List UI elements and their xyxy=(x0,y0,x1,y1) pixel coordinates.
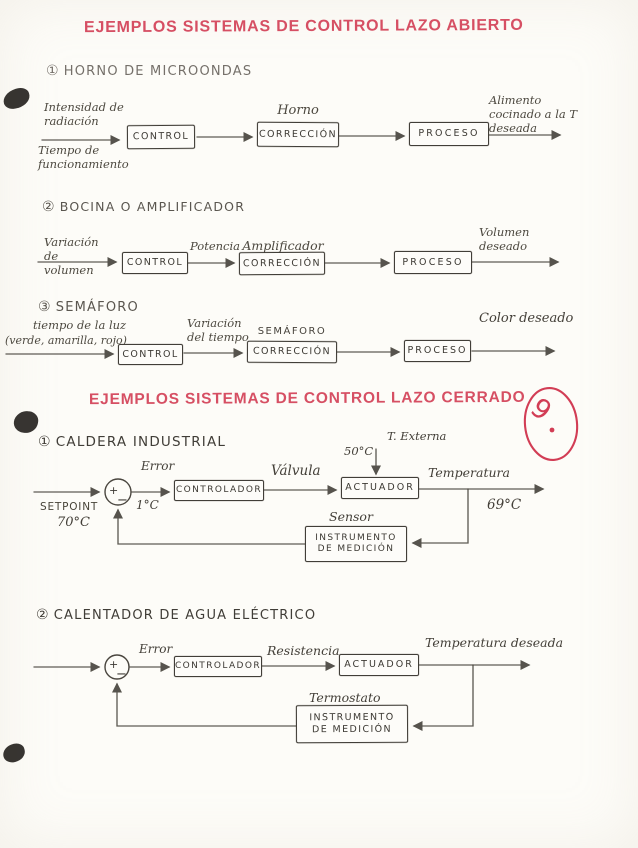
process-box: PROCESO xyxy=(394,251,472,274)
summing-junction-caldera xyxy=(104,478,132,506)
circled-number: ① xyxy=(46,63,60,79)
correction-box: CORRECCIÓN xyxy=(246,340,338,364)
circled-number: ① xyxy=(38,434,52,450)
error-label: Error xyxy=(139,642,173,656)
error-label: Error xyxy=(141,459,175,473)
control-box: CONTROL xyxy=(126,124,196,150)
disturbance-value: 50°C xyxy=(344,444,374,458)
output-label: Temperatura xyxy=(428,465,510,480)
measurement-instrument-box: INSTRUMENTO DE MEDICIÓN xyxy=(295,704,409,744)
correction-box: CORRECCIÓN xyxy=(238,251,326,276)
output-value: 69°C xyxy=(487,497,522,513)
circled-number: ② xyxy=(36,607,50,623)
plant-name: Horno xyxy=(277,103,319,118)
input-label-bottom: Tiempo de funcionamiento xyxy=(38,143,129,171)
setpoint-label: SETPOINT xyxy=(40,501,99,513)
signal-label: Variación del tiempo xyxy=(187,316,249,344)
signal-label: Resistencia xyxy=(267,643,340,658)
process-box: PROCESO xyxy=(409,122,489,146)
input-label-line2: (verde, amarilla, rojo) xyxy=(5,334,127,347)
controller-box: CONTROLADOR xyxy=(174,656,262,677)
sensor-box-line2: DE MEDICIÓN xyxy=(311,723,393,736)
process-box: PROCESO xyxy=(404,340,471,362)
summing-junction-calentador xyxy=(104,654,130,680)
output-label: Volumen deseado xyxy=(479,225,530,253)
plus-sign: + xyxy=(109,484,119,497)
sensor-box-line1: INSTRUMENTO xyxy=(315,532,397,543)
control-box: CONTROL xyxy=(122,252,188,274)
error-value: 1°C xyxy=(136,498,159,512)
sensor-box-line2: DE MEDICIÓN xyxy=(317,544,395,554)
signal-label: Potencia xyxy=(190,239,241,253)
input-label: Variación de volumen xyxy=(44,235,99,277)
plant-name: SEMÁFORO xyxy=(257,326,327,337)
plus-sign: + xyxy=(109,658,119,671)
signal-label: Válvula xyxy=(271,463,321,479)
plant-name: Amplificador xyxy=(242,238,324,253)
setpoint-value: 70°C xyxy=(57,515,90,530)
minus-sign: − xyxy=(116,667,127,682)
output-label: Temperatura deseada xyxy=(425,635,564,650)
circled-number: ③ xyxy=(38,299,52,315)
circled-number: ② xyxy=(42,199,56,215)
measurement-instrument-box: INSTRUMENTO DE MEDICIÓN xyxy=(305,526,407,562)
sensor-box-line1: INSTRUMENTO xyxy=(309,711,395,724)
sensor-name: Termostato xyxy=(309,690,381,705)
open-loop-title: EJEMPLOS SISTEMAS DE CONTROL LAZO ABIERT… xyxy=(83,16,524,37)
correction-box: CORRECCIÓN xyxy=(256,121,340,148)
closed-loop-title: EJEMPLOS SISTEMAS DE CONTROL LAZO CERRAD… xyxy=(88,388,526,409)
actuator-box: ACTUADOR xyxy=(339,654,419,676)
control-box: CONTROL xyxy=(118,344,183,365)
grade-value: 9 xyxy=(524,392,557,427)
minus-sign: − xyxy=(117,493,128,508)
sensor-name: Sensor xyxy=(329,509,373,524)
output-label: Alimento cocinado a la T deseada xyxy=(489,93,578,135)
output-label: Color deseado xyxy=(479,311,574,326)
actuator-box: ACTUADOR xyxy=(341,477,419,499)
controller-box: CONTROLADOR xyxy=(174,480,264,501)
grade-mark: 9 xyxy=(523,387,579,461)
input-label-line1: tiempo de la luz xyxy=(33,318,127,332)
disturbance-label: T. Externa xyxy=(387,429,447,443)
input-label-top: Intensidad de radiación xyxy=(44,100,124,128)
